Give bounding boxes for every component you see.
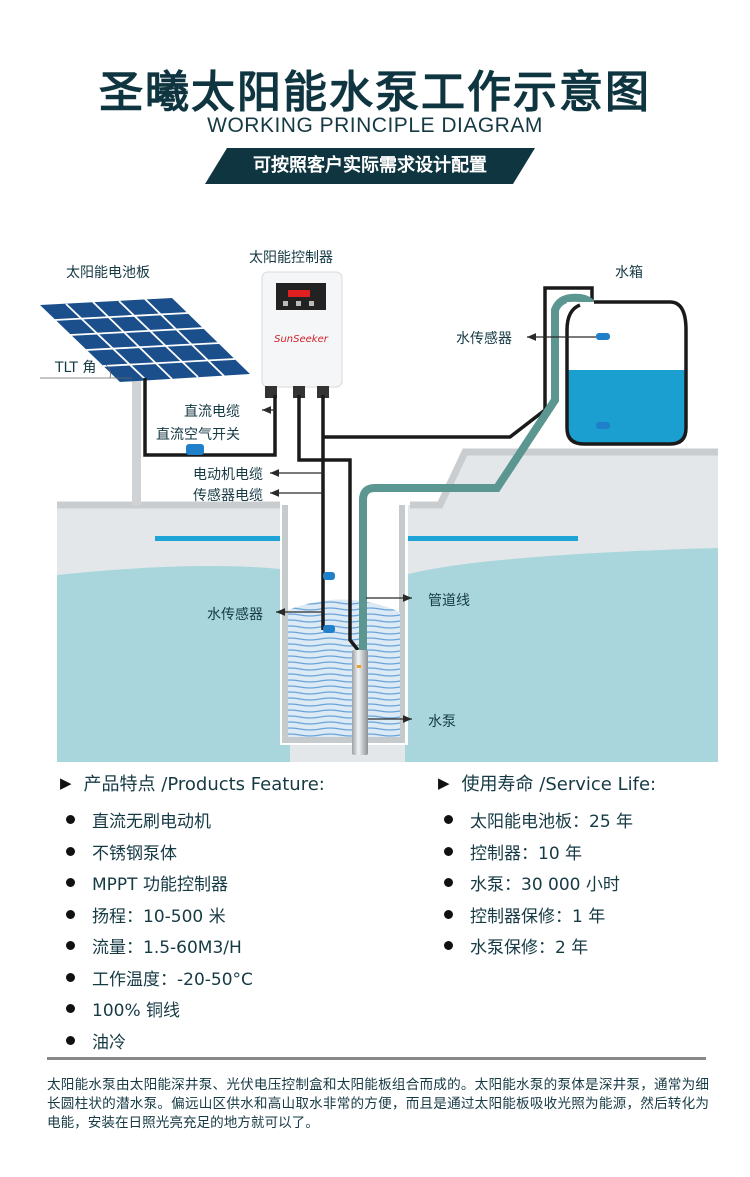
label-tank-sensor: 水传感器: [456, 331, 512, 347]
submersible-pump: [352, 650, 368, 755]
label-pump: 水泵: [428, 714, 456, 730]
label-dc-breaker: 直流空气开关: [156, 427, 240, 443]
customization-banner: 可按照客户实际需求设计配置: [205, 148, 535, 184]
bullet-icon: [444, 941, 453, 951]
bullet-icon: [66, 846, 75, 856]
products-feature-heading: ▶ 产品特点 /Products Feature:: [60, 770, 325, 796]
banner-shape: [205, 148, 535, 184]
bullet-icon: [66, 941, 75, 951]
label-pipeline: 管道线: [428, 593, 470, 609]
dc-cable: [143, 378, 277, 457]
controller-brand: SunSeeker: [274, 334, 329, 345]
list-item: 流量：1.5-60M3/H: [60, 930, 325, 962]
service-life-title: 使用寿命 /Service Life:: [461, 774, 657, 795]
pointer-arrows: [262, 333, 596, 723]
service-life-section: ▶ 使用寿命 /Service Life: 太阳能电池板：25 年 控制器：10…: [438, 770, 656, 962]
bullet-icon: [444, 846, 453, 856]
list-item: 太阳能电池板：25 年: [438, 804, 656, 836]
label-controller: 太阳能控制器: [249, 250, 333, 266]
dc-breaker: [186, 444, 204, 455]
bullet-icon: [444, 878, 453, 888]
well-sensor-upper: [323, 572, 335, 580]
solar-panel: [40, 298, 250, 382]
well-sensor-lower: [323, 625, 335, 633]
label-tank: 水箱: [615, 265, 643, 281]
water-tank: [565, 300, 688, 446]
label-tilt-angle: TLT 角: [55, 360, 97, 376]
products-feature-title: 产品特点 /Products Feature:: [83, 774, 325, 795]
well: [280, 505, 408, 745]
list-item: 100% 铜线: [60, 993, 325, 1025]
bullet-icon: [444, 815, 453, 825]
service-life-list: 太阳能电池板：25 年 控制器：10 年 水泵：30 000 小时 控制器保修：…: [438, 804, 656, 962]
triangle-bullet-icon: ▶: [438, 774, 450, 792]
label-dc-cable: 直流电缆: [184, 404, 240, 420]
bullet-icon: [444, 909, 453, 919]
page-subtitle: WORKING PRINCIPLE DIAGRAM: [207, 114, 543, 137]
solar-controller: SunSeeker: [261, 271, 343, 398]
list-item: 水泵保修：2 年: [438, 930, 656, 962]
working-principle-diagram: SunSeeker: [40, 271, 718, 762]
label-sensor-cable: 传感器电缆: [193, 488, 263, 504]
list-item: 直流无刷电动机: [60, 804, 325, 836]
products-feature-section: ▶ 产品特点 /Products Feature: 直流无刷电动机 不锈钢泵体 …: [60, 770, 325, 1056]
triangle-bullet-icon: ▶: [60, 774, 72, 792]
list-item: 不锈钢泵体: [60, 836, 325, 868]
bullet-icon: [66, 878, 75, 888]
label-well-sensor: 水传感器: [207, 607, 263, 623]
service-life-heading: ▶ 使用寿命 /Service Life:: [438, 770, 656, 796]
panel-pole: [132, 378, 141, 505]
list-item: 控制器：10 年: [438, 836, 656, 868]
product-description: 太阳能水泵由太阳能深井泵、光伏电压控制盒和太阳能板组合而成的。太阳能水泵的泵体是…: [47, 1077, 709, 1131]
products-feature-list: 直流无刷电动机 不锈钢泵体 MPPT 功能控制器 扬程：10-500 米 流量：…: [60, 804, 325, 1056]
page-title: 圣曦太阳能水泵工作示意图: [99, 67, 651, 118]
label-solar-panel: 太阳能电池板: [66, 265, 150, 281]
bullet-icon: [66, 1004, 75, 1014]
bullet-icon: [66, 972, 75, 982]
ground: [57, 448, 718, 762]
list-item: MPPT 功能控制器: [60, 867, 325, 899]
banner-text: 可按照客户实际需求设计配置: [253, 155, 487, 176]
section-divider: [47, 1057, 706, 1060]
list-item: 油冷: [60, 1025, 325, 1057]
bullet-icon: [66, 1035, 75, 1045]
list-item: 工作温度：-20-50°C: [60, 962, 325, 994]
list-item: 控制器保修：1 年: [438, 899, 656, 931]
bullet-icon: [66, 815, 75, 825]
label-motor-cable: 电动机电缆: [193, 467, 263, 483]
bullet-icon: [66, 909, 75, 919]
list-item: 水泵：30 000 小时: [438, 867, 656, 899]
list-item: 扬程：10-500 米: [60, 899, 325, 931]
